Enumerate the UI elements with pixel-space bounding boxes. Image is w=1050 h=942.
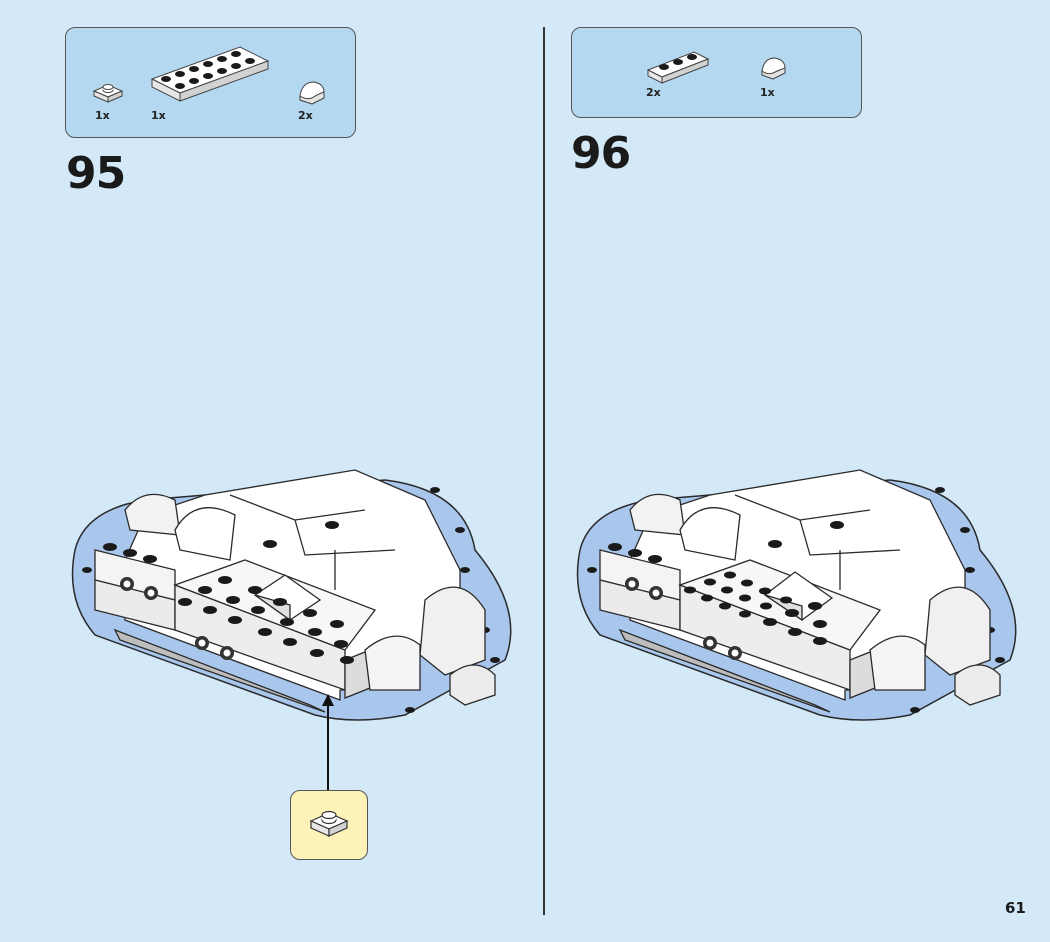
page-number: 61: [1005, 899, 1026, 917]
plate-2x6-icon: [150, 46, 270, 102]
qty-label: 2x: [646, 86, 661, 99]
slope-curved-1x1-icon: [299, 81, 325, 105]
model-step-96: [576, 469, 1017, 721]
studs: [608, 521, 844, 645]
studs: [103, 521, 354, 664]
plate-1x3-icon: [646, 51, 710, 84]
slope-curved-1x1-icon: [761, 57, 786, 80]
qty-label: 2x: [298, 109, 313, 122]
parts-list-step-95: 1x 1x 2x: [65, 27, 356, 138]
parts-list-step-96: 2x 1x: [571, 27, 862, 118]
plate-1x1-callout-icon: [309, 810, 349, 837]
qty-label: 1x: [151, 109, 166, 122]
callout-box-step-95: [290, 790, 368, 860]
plate-1x1-icon: [92, 84, 124, 103]
technic-holes: [625, 577, 742, 660]
qty-label: 1x: [760, 86, 775, 99]
model-step-95: [71, 469, 512, 721]
technic-holes: [120, 577, 234, 660]
step-number: 96: [571, 128, 631, 179]
qty-label: 1x: [95, 109, 110, 122]
step-number: 95: [66, 148, 126, 199]
page-divider: [543, 27, 545, 915]
